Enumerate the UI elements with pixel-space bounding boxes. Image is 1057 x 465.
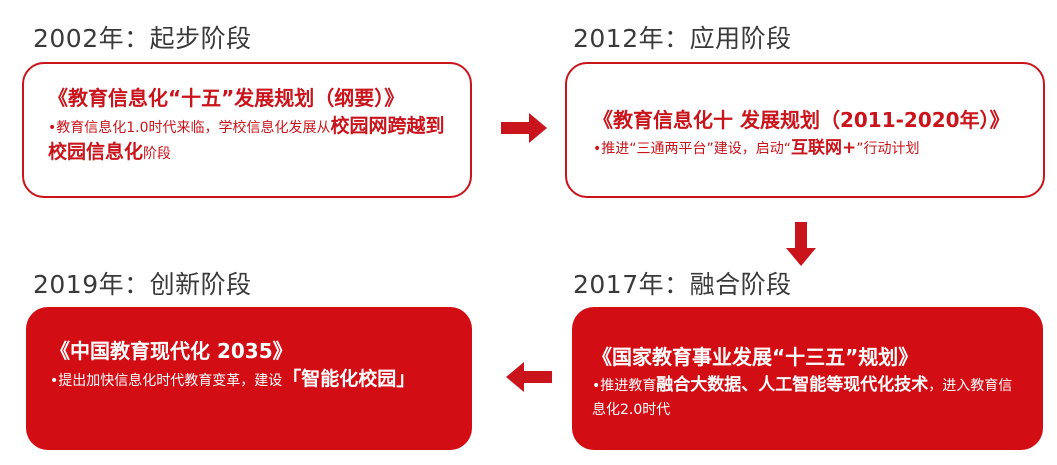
stage-2019-heading: 2019年：创新阶段 — [33, 270, 252, 299]
stage-2017-desc-highlight: 融合大数据、人工智能等现代化技术 — [656, 375, 929, 395]
stage-2019-desc-highlight: 「智能化校园」 — [282, 368, 416, 390]
stage-2012-heading: 2012年：应用阶段 — [573, 24, 792, 53]
stage-2019-card: 《中国教育现代化 2035》 •提出加快信息化时代教育变革，建设「智能化校园」 — [26, 307, 472, 450]
stage-2002-desc-suffix: 阶段 — [143, 146, 172, 162]
stage-2012-card: 《教育信息化十 发展规划（2011-2020年）》 •推进“三通两平台”建设，启… — [565, 62, 1045, 198]
stage-2019-title: 《中国教育现代化 2035》 — [50, 339, 293, 363]
stage-2012-desc-highlight: 互联网+ — [791, 138, 857, 158]
stage-2002-desc: •教育信息化1.0时代来临，学校信息化发展从校园网跨越到校园信息化阶段 — [48, 114, 448, 166]
arrow-right-icon — [501, 113, 547, 143]
stage-2017-desc-text: •推进教育 — [592, 378, 657, 394]
stage-2017-heading: 2017年：融合阶段 — [573, 270, 792, 299]
stage-2019-desc: •提出加快信息化时代教育变革，建设「智能化校园」 — [50, 367, 450, 393]
stage-2012-desc-suffix: ”行动计划 — [856, 141, 920, 157]
arrow-down-icon — [786, 222, 816, 266]
stage-2002-heading: 2002年：起步阶段 — [33, 24, 252, 53]
stage-2017-title: 《国家教育事业发展“十三五”规划》 — [592, 345, 919, 369]
stage-2017-desc-suffix: ，进入教育信息化2.0时代 — [592, 378, 1013, 418]
stage-2012-desc: •推进“三通两平台”建设，启动“互联网+”行动计划 — [593, 136, 1021, 161]
stage-2017-card: 《国家教育事业发展“十三五”规划》 •推进教育融合大数据、人工智能等现代化技术，… — [572, 307, 1043, 450]
arrow-left-icon — [506, 362, 552, 392]
stage-2002-desc-text: •教育信息化1.0时代来临，学校信息化发展从 — [48, 120, 331, 136]
stage-2002-card: 《教育信息化“十五”发展规划（纲要）》 •教育信息化1.0时代来临，学校信息化发… — [22, 62, 472, 198]
stage-2002-title: 《教育信息化“十五”发展规划（纲要）》 — [48, 86, 405, 110]
stage-2012-title: 《教育信息化十 发展规划（2011-2020年）》 — [593, 108, 1010, 132]
stage-2012-desc-text: •推进“三通两平台”建设，启动“ — [593, 141, 792, 157]
stage-2002-desc-highlight: 校园网跨越到校园信息化 — [48, 115, 445, 163]
stage-2019-desc-text: •提出加快信息化时代教育变革，建设 — [50, 373, 283, 389]
stage-2017-desc: •推进教育融合大数据、人工智能等现代化技术，进入教育信息化2.0时代 — [592, 373, 1021, 422]
